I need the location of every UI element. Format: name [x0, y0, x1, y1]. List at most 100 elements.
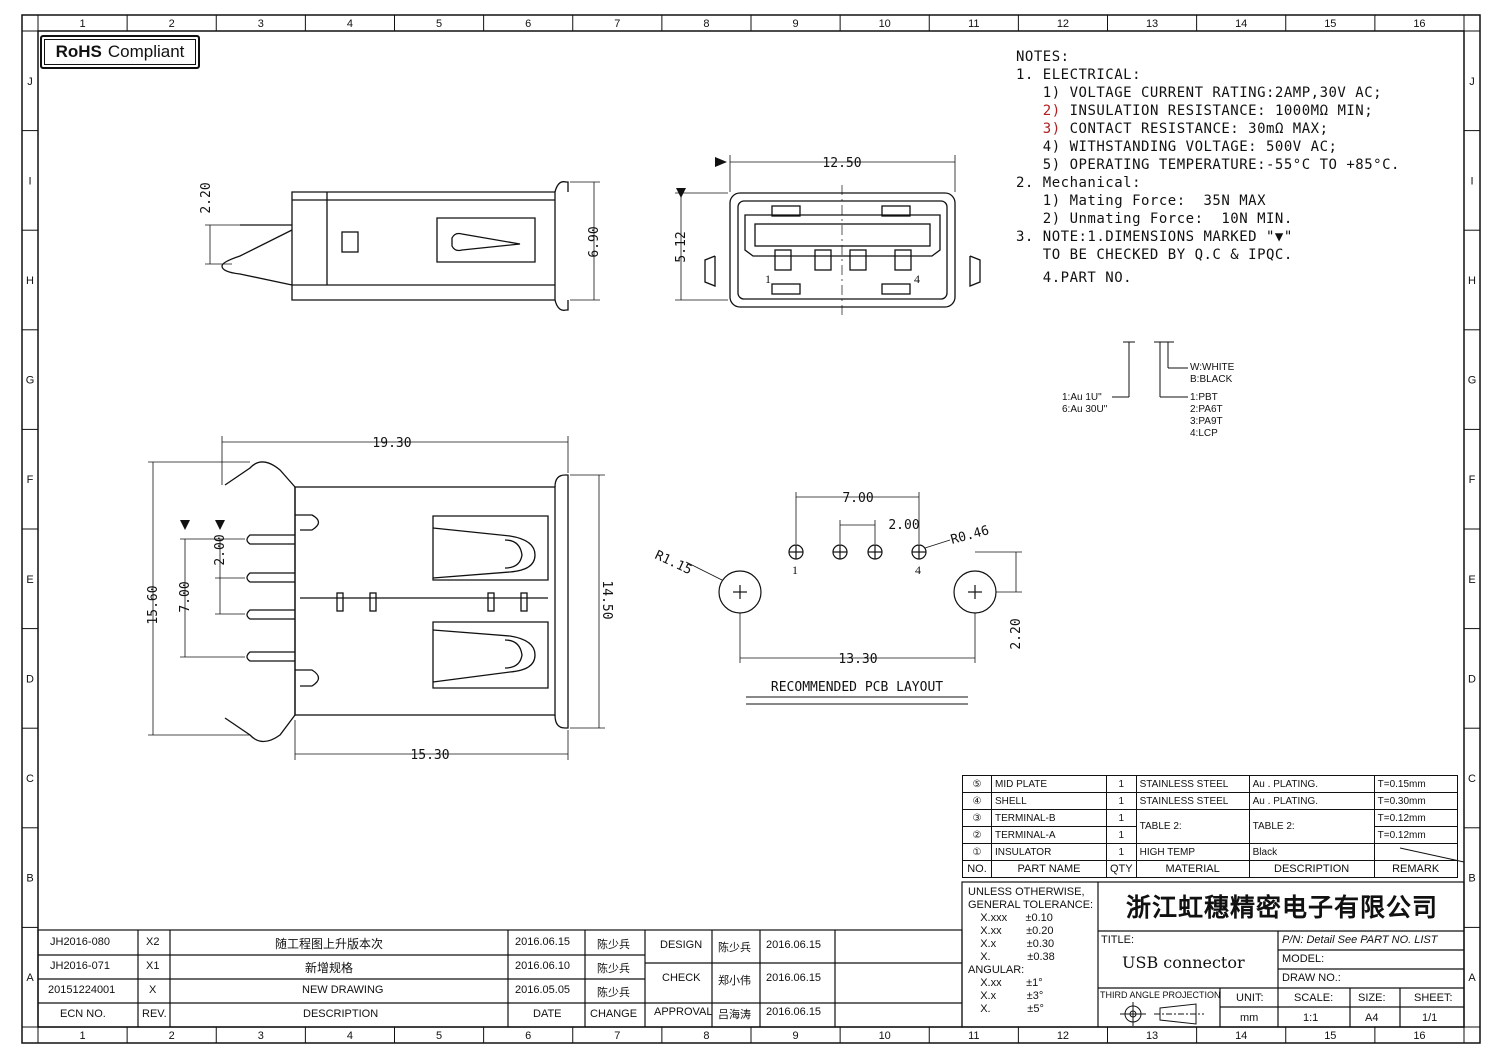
grid-row-label: J [1469, 76, 1475, 88]
grid-column-label: 11 [968, 18, 979, 30]
table-row: ② TERMINAL-A 1 T=0.12mm [962, 826, 1458, 844]
grid-row-label: H [26, 275, 34, 287]
grid-column-label: 16 [1413, 1030, 1425, 1042]
projection-symbol [1120, 1002, 1204, 1026]
dim-pcb-220: 2.20 [1009, 618, 1024, 649]
bom-remark: T=0.12mm [1373, 809, 1458, 827]
size-value: A4 [1365, 1012, 1379, 1024]
bom-remark: T=0.12mm [1373, 826, 1458, 844]
approval-name: 吕海涛 [718, 1009, 751, 1021]
grid-row-label: C [26, 773, 34, 785]
part-no-color-2: B:BLACK [1190, 374, 1233, 385]
pcb-layout-title: RECOMMENDED PCB LAYOUT [771, 680, 943, 695]
notes-line: 3) CONTACT RESISTANCE: 30mΩ MAX; [1042, 121, 1329, 137]
bom-no: ⑤ [962, 775, 992, 793]
grid-column-label: 9 [793, 18, 799, 30]
grid-column-label: 6 [525, 1030, 531, 1042]
grid-row-label: G [1468, 375, 1477, 387]
grid-row-label: G [26, 375, 35, 387]
unit-label: UNIT: [1236, 992, 1264, 1004]
bom-header-name: PART NAME [991, 860, 1107, 878]
bom-remark [1373, 843, 1458, 861]
grid-column-label: 9 [793, 1030, 799, 1042]
rev-header-desc: DESCRIPTION [303, 1008, 379, 1020]
notes-line: 4) WITHSTANDING VOLTAGE: 500V AC; [1016, 139, 1338, 155]
drawing-title: USB connector [1122, 953, 1245, 972]
grid-column-label: 10 [879, 18, 891, 30]
bom-remark: T=0.30mm [1373, 792, 1458, 810]
rev-header-change: CHANGE [590, 1008, 638, 1020]
design-label: DESIGN [660, 939, 703, 951]
check-date: 2016.06.15 [766, 972, 822, 984]
rev-change: 陈少兵 [597, 963, 630, 975]
model-label: MODEL: [1282, 953, 1325, 965]
front-view [675, 155, 981, 318]
notes-line: 5) OPERATING TEMPERATURE:-55°C TO +85°C. [1016, 157, 1400, 173]
grid-row-label: F [1469, 474, 1476, 486]
grid-column-label: 7 [614, 18, 620, 30]
pcb-pin-1: 1 [792, 563, 798, 577]
bom-name: TERMINAL-B [991, 809, 1107, 827]
grid-row-label: H [1468, 275, 1476, 287]
check-label: CHECK [662, 972, 701, 984]
grid-row-label: I [1470, 175, 1473, 187]
part-no-material-4: 4:LCP [1190, 428, 1218, 439]
notes-line: 1) VOLTAGE CURRENT RATING:2AMP,30V AC; [1016, 85, 1383, 101]
rev-desc: 随工程图上升版本次 [275, 937, 384, 951]
tolerance-line: X.x ±0.30 [968, 938, 1055, 950]
grid-column-label: 13 [1146, 1030, 1158, 1042]
dim-pcb-1330: 13.30 [838, 652, 877, 667]
bom-remark: T=0.15mm [1373, 775, 1458, 793]
grid-column-label: 12 [1057, 18, 1069, 30]
grid-column-label: 8 [703, 18, 709, 30]
part-no-material-3: 3:PA9T [1190, 416, 1223, 427]
notes-line: 2) INSULATION RESISTANCE: 1000MΩ MIN; [1042, 103, 1374, 119]
approval-label: APPROVAL [654, 1006, 713, 1018]
rev-header-date: DATE [533, 1008, 562, 1020]
grid-row-label: E [26, 574, 33, 586]
bom-material: STAINLESS STEEL [1135, 792, 1250, 810]
part-no-plating-1: 1:Au 1U" [1062, 392, 1102, 403]
bom-header-material: MATERIAL [1135, 860, 1250, 878]
side-view [205, 181, 600, 311]
rev-date: 2016.05.05 [515, 984, 571, 996]
top-view [148, 436, 605, 760]
title-block-frame [37, 847, 1465, 1028]
bill-of-materials: ⑤ MID PLATE 1 STAINLESS STEEL Au . PLATI… [962, 775, 1458, 878]
grid-column-label: 6 [525, 18, 531, 30]
rev-change: 陈少兵 [597, 987, 630, 999]
bom-no: ② [962, 826, 992, 844]
pcb-layout [685, 492, 1022, 705]
dim-top-200: 2.00 [213, 534, 228, 565]
grid-column-label: 4 [347, 1030, 353, 1042]
grid-row-label: D [26, 673, 34, 685]
grid-column-label: 3 [258, 1030, 264, 1042]
dim-pcb-200: 2.00 [888, 518, 919, 533]
company-name: 浙江虹穗精密电子有限公司 [1125, 893, 1438, 922]
table-row: ③ TERMINAL-B 1 TABLE 2: TABLE 2: T=0.12m… [962, 809, 1458, 844]
tolerance-line: ANGULAR: [968, 964, 1025, 976]
grid-column-label: 5 [436, 18, 442, 30]
draw-no-label: DRAW NO.: [1282, 972, 1341, 984]
notes-line: 2. Mechanical: [1016, 175, 1142, 191]
part-no-plating-2: 6:Au 30U" [1062, 404, 1108, 415]
check-name: 郑小伟 [718, 975, 751, 987]
grid-column-label: 2 [169, 1030, 175, 1042]
grid-row-label: B [1468, 873, 1475, 885]
bom-qty: 1 [1106, 792, 1137, 810]
grid-row-label: E [1468, 574, 1475, 586]
bom-no: ① [962, 843, 992, 861]
dim-pcb-700: 7.00 [842, 491, 873, 506]
grid-column-label: 16 [1413, 18, 1425, 30]
rohs-text: Compliant [107, 42, 185, 61]
bom-description: Black [1248, 843, 1375, 861]
pcb-pin-4: 4 [915, 563, 921, 577]
notes-block: NOTES: 1. ELECTRICAL: 1) VOLTAGE CURRENT… [1016, 48, 1400, 287]
grid-column-label: 3 [258, 18, 264, 30]
rev-rev: X1 [146, 960, 160, 972]
bom-material: HIGH TEMP [1135, 843, 1250, 861]
tolerance-line: X.x ±3° [968, 990, 1044, 1002]
table-row: ⑤ MID PLATE 1 STAINLESS STEEL Au . PLATI… [962, 775, 1458, 793]
